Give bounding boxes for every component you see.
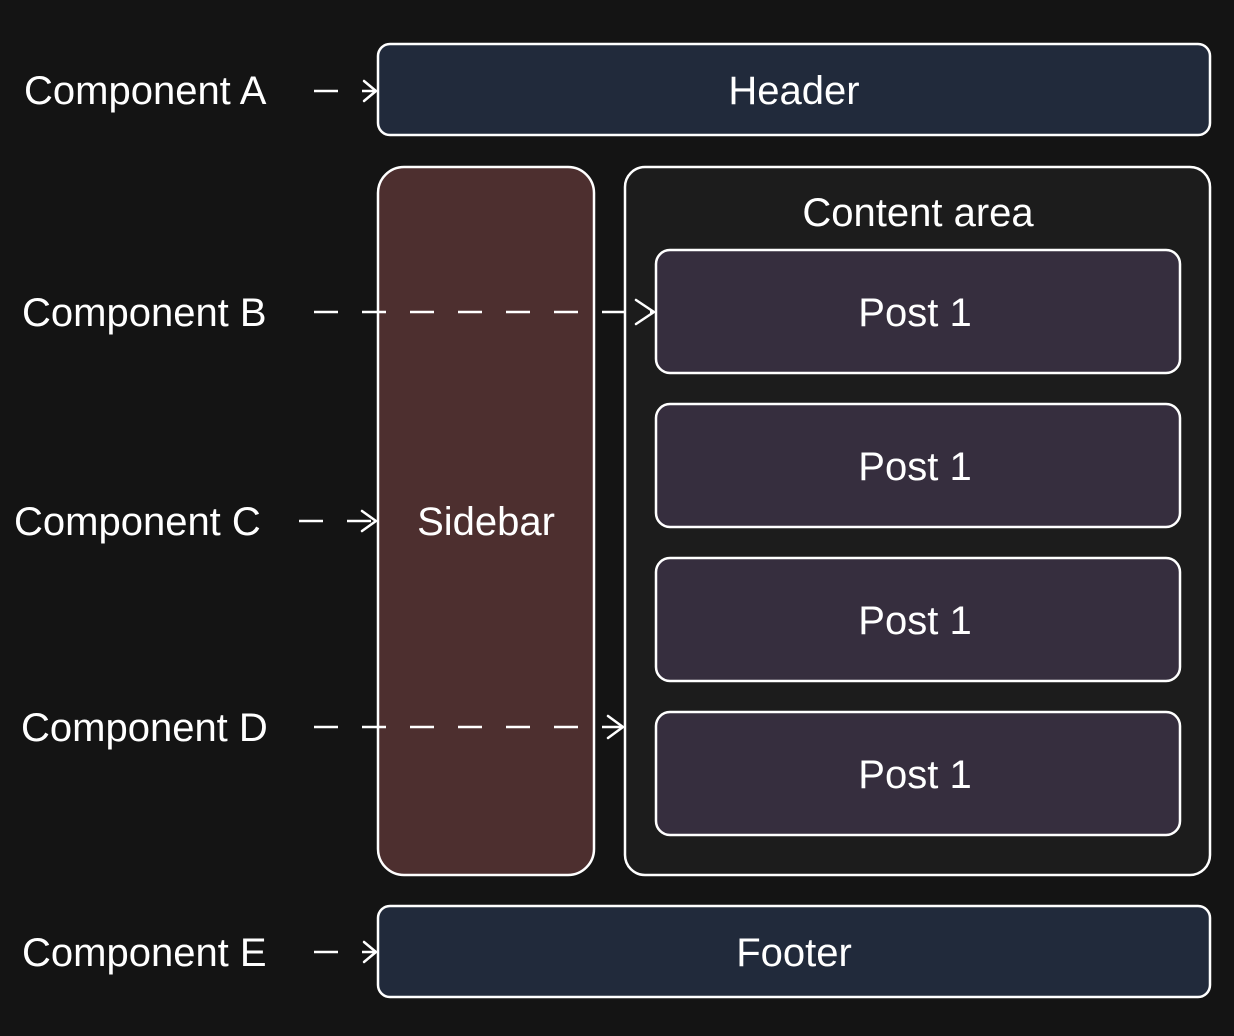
post-card-3: Post 1 [654,556,1182,683]
connector-e-arrowhead [362,940,378,964]
sidebar-box: Sidebar [376,165,596,877]
post-rect-2 [654,402,1182,529]
sidebar-rect [376,165,596,877]
header-label: Header [728,69,859,113]
post-label-2: Post 1 [858,445,971,489]
sidebar-label: Sidebar [417,500,555,544]
connector-c [287,509,378,533]
connector-a [302,79,378,103]
post-rect-3 [654,556,1182,683]
post-rect-1 [654,248,1182,375]
connector-e [302,940,378,964]
connector-b [302,298,656,326]
footer-rect [376,904,1212,999]
post-card-2: Post 1 [654,402,1182,529]
connector-d [302,714,625,740]
content-area-label: Content area [802,191,1034,235]
component-d-label: Component D [21,706,268,750]
post-label-1: Post 1 [858,291,971,335]
connector-b-arrowhead [634,298,656,326]
footer-label: Footer [736,931,852,975]
footer-box: Footer [376,904,1212,999]
header-rect [376,42,1212,137]
header-box: Header [376,42,1212,137]
component-c-label: Component C [14,500,261,544]
component-e-label: Component E [22,931,267,975]
post-label-3: Post 1 [858,599,971,643]
component-b-label: Component B [22,291,267,335]
connector-d-arrowhead [606,714,625,740]
connector-c-arrowhead [360,509,378,533]
post-rect-4 [654,710,1182,837]
post-card-1: Post 1 [654,248,1182,375]
post-label-4: Post 1 [858,753,971,797]
connector-a-arrowhead [362,79,378,103]
post-card-4: Post 1 [654,710,1182,837]
component-a-label: Component A [24,69,267,113]
